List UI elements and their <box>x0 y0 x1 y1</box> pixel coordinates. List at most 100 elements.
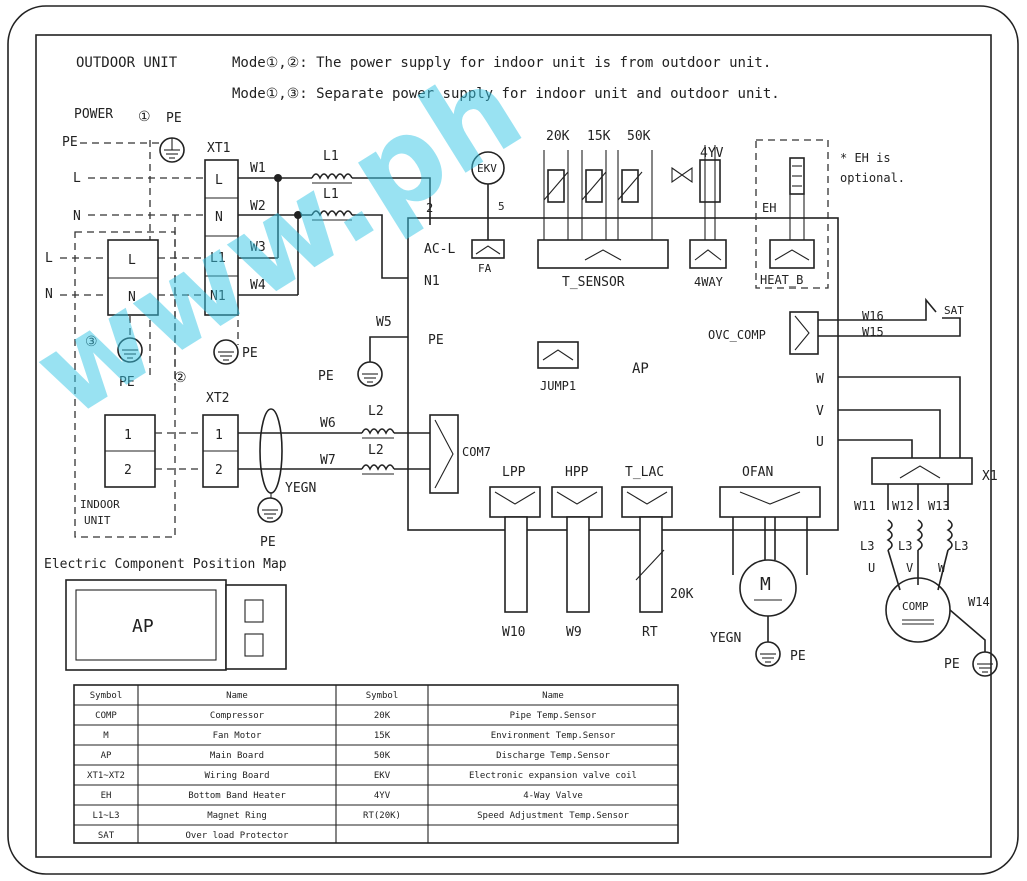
legend-header-cell: Symbol <box>90 691 123 701</box>
indoor-l-line-label: L <box>45 251 53 266</box>
magnet-ring-icon <box>916 519 923 551</box>
sensor-15k: 15K <box>587 129 611 144</box>
xt1-label: XT1 <box>207 141 230 156</box>
pe-label-board: PE <box>318 369 334 384</box>
wire-w1: W1 <box>250 161 266 176</box>
ground-icon <box>972 651 998 677</box>
xt1-block <box>204 159 239 316</box>
wire-w6: W6 <box>320 416 336 431</box>
legend-cell: COMP <box>95 711 117 721</box>
shield-sleeve <box>259 408 283 494</box>
n-line-label: N <box>73 209 81 224</box>
magnet-ring-icon <box>361 464 395 471</box>
lpp-switch <box>504 516 528 613</box>
wire-w11: W11 <box>854 499 876 513</box>
wire-w12: W12 <box>892 499 914 513</box>
legend-cell: Discharge Temp.Sensor <box>496 751 610 761</box>
jump1-connector <box>537 341 579 369</box>
x1-u: U <box>868 561 875 575</box>
legend-cell: 15K <box>374 731 391 741</box>
legend-cell: Electronic expansion valve coil <box>469 771 637 781</box>
board-hpp: HPP <box>565 465 589 480</box>
legend-header-cell: Name <box>226 691 248 701</box>
magnet-ring-icon <box>886 519 893 551</box>
rt-label: RT <box>642 625 658 640</box>
yegn-label-comm: YEGN <box>285 481 316 496</box>
xt1-terminal-n: N <box>215 210 223 225</box>
fourway-connector <box>689 239 727 269</box>
t-sensor-connector <box>537 239 669 269</box>
svg-text:2: 2 <box>426 201 433 215</box>
legend-cell: AP <box>101 751 112 761</box>
ground-icon <box>755 641 781 667</box>
fa-connector <box>471 239 505 259</box>
x1-w: W <box>938 561 946 575</box>
board-heat-b: HEAT_B <box>760 273 803 287</box>
mode-line-2: Mode①,③: Separate power supply for indoo… <box>232 86 780 102</box>
board-ap-label: AP <box>632 361 649 377</box>
hpp-switch <box>566 516 590 613</box>
ground-icon <box>213 339 239 365</box>
legend-cell: 20K <box>374 711 391 721</box>
xt1-terminal-n1: N1 <box>210 289 226 304</box>
board-lpp: LPP <box>502 465 526 480</box>
hpp-connector <box>551 486 603 518</box>
inner-frame <box>35 34 992 858</box>
board-ofan: OFAN <box>742 465 773 480</box>
ground-icon <box>357 361 383 387</box>
sensor-20k: 20K <box>546 129 570 144</box>
ground-icon <box>117 337 143 363</box>
fourway-valve-label: 4YV <box>700 146 724 161</box>
magnet-ring-icon <box>311 173 353 180</box>
valve-coil-icon <box>699 159 721 203</box>
indoor-label-1: INDOOR <box>80 498 120 511</box>
wire-w5: W5 <box>376 315 392 330</box>
wire-w16: W16 <box>862 309 884 323</box>
xt2-terminal-2: 2 <box>215 463 223 478</box>
board-v: V <box>816 404 824 419</box>
comp-label: COMP <box>902 600 929 613</box>
position-map-ap-label: AP <box>132 616 154 637</box>
mode3-mark: ③ <box>85 334 98 350</box>
legend-cell: EKV <box>374 771 391 781</box>
com7-connector <box>429 414 459 494</box>
wire-w7: W7 <box>320 453 336 468</box>
ring-l3-w: L3 <box>954 539 968 553</box>
legend-header-cell: Name <box>542 691 564 701</box>
indoor-comm-1: 1 <box>124 428 132 443</box>
wire-w10: W10 <box>502 625 525 640</box>
sat-label: SAT <box>944 304 964 317</box>
board-jump1: JUMP1 <box>540 379 576 393</box>
magnet-ring-icon <box>311 210 353 217</box>
t-lac-connector <box>621 486 673 518</box>
legend-table <box>73 684 679 844</box>
x1-v: V <box>906 561 913 575</box>
wire-w2: W2 <box>250 199 266 214</box>
board-n1: N1 <box>424 274 440 289</box>
lpp-connector <box>489 486 541 518</box>
legend-cell: Speed Adjustment Temp.Sensor <box>477 811 629 821</box>
legend-cell: Environment Temp.Sensor <box>491 731 616 741</box>
pe-label-motor: PE <box>790 649 806 664</box>
wire-w3: W3 <box>250 240 266 255</box>
board-pe: PE <box>428 333 444 348</box>
junction-dot <box>274 174 282 182</box>
legend-cell: EH <box>101 791 112 801</box>
ekv-label: EKV <box>477 162 497 175</box>
legend-cell: Magnet Ring <box>207 811 267 821</box>
eh-note-2: optional. <box>840 171 905 185</box>
indoor-label-2: UNIT <box>84 514 111 527</box>
ground-icon <box>257 497 283 523</box>
xt1-terminal-l: L <box>215 173 223 188</box>
position-map-side-box <box>225 584 287 670</box>
legend-cell: 50K <box>374 751 391 761</box>
wire-w9: W9 <box>566 625 582 640</box>
ekv-pin-count: 5 <box>498 200 505 213</box>
ring-l2-top: L2 <box>368 404 384 419</box>
outer-frame <box>7 5 1019 875</box>
indoor-dashed-box <box>74 231 176 538</box>
position-map-title: Electric Component Position Map <box>44 557 287 572</box>
indoor-comm-2: 2 <box>124 463 132 478</box>
